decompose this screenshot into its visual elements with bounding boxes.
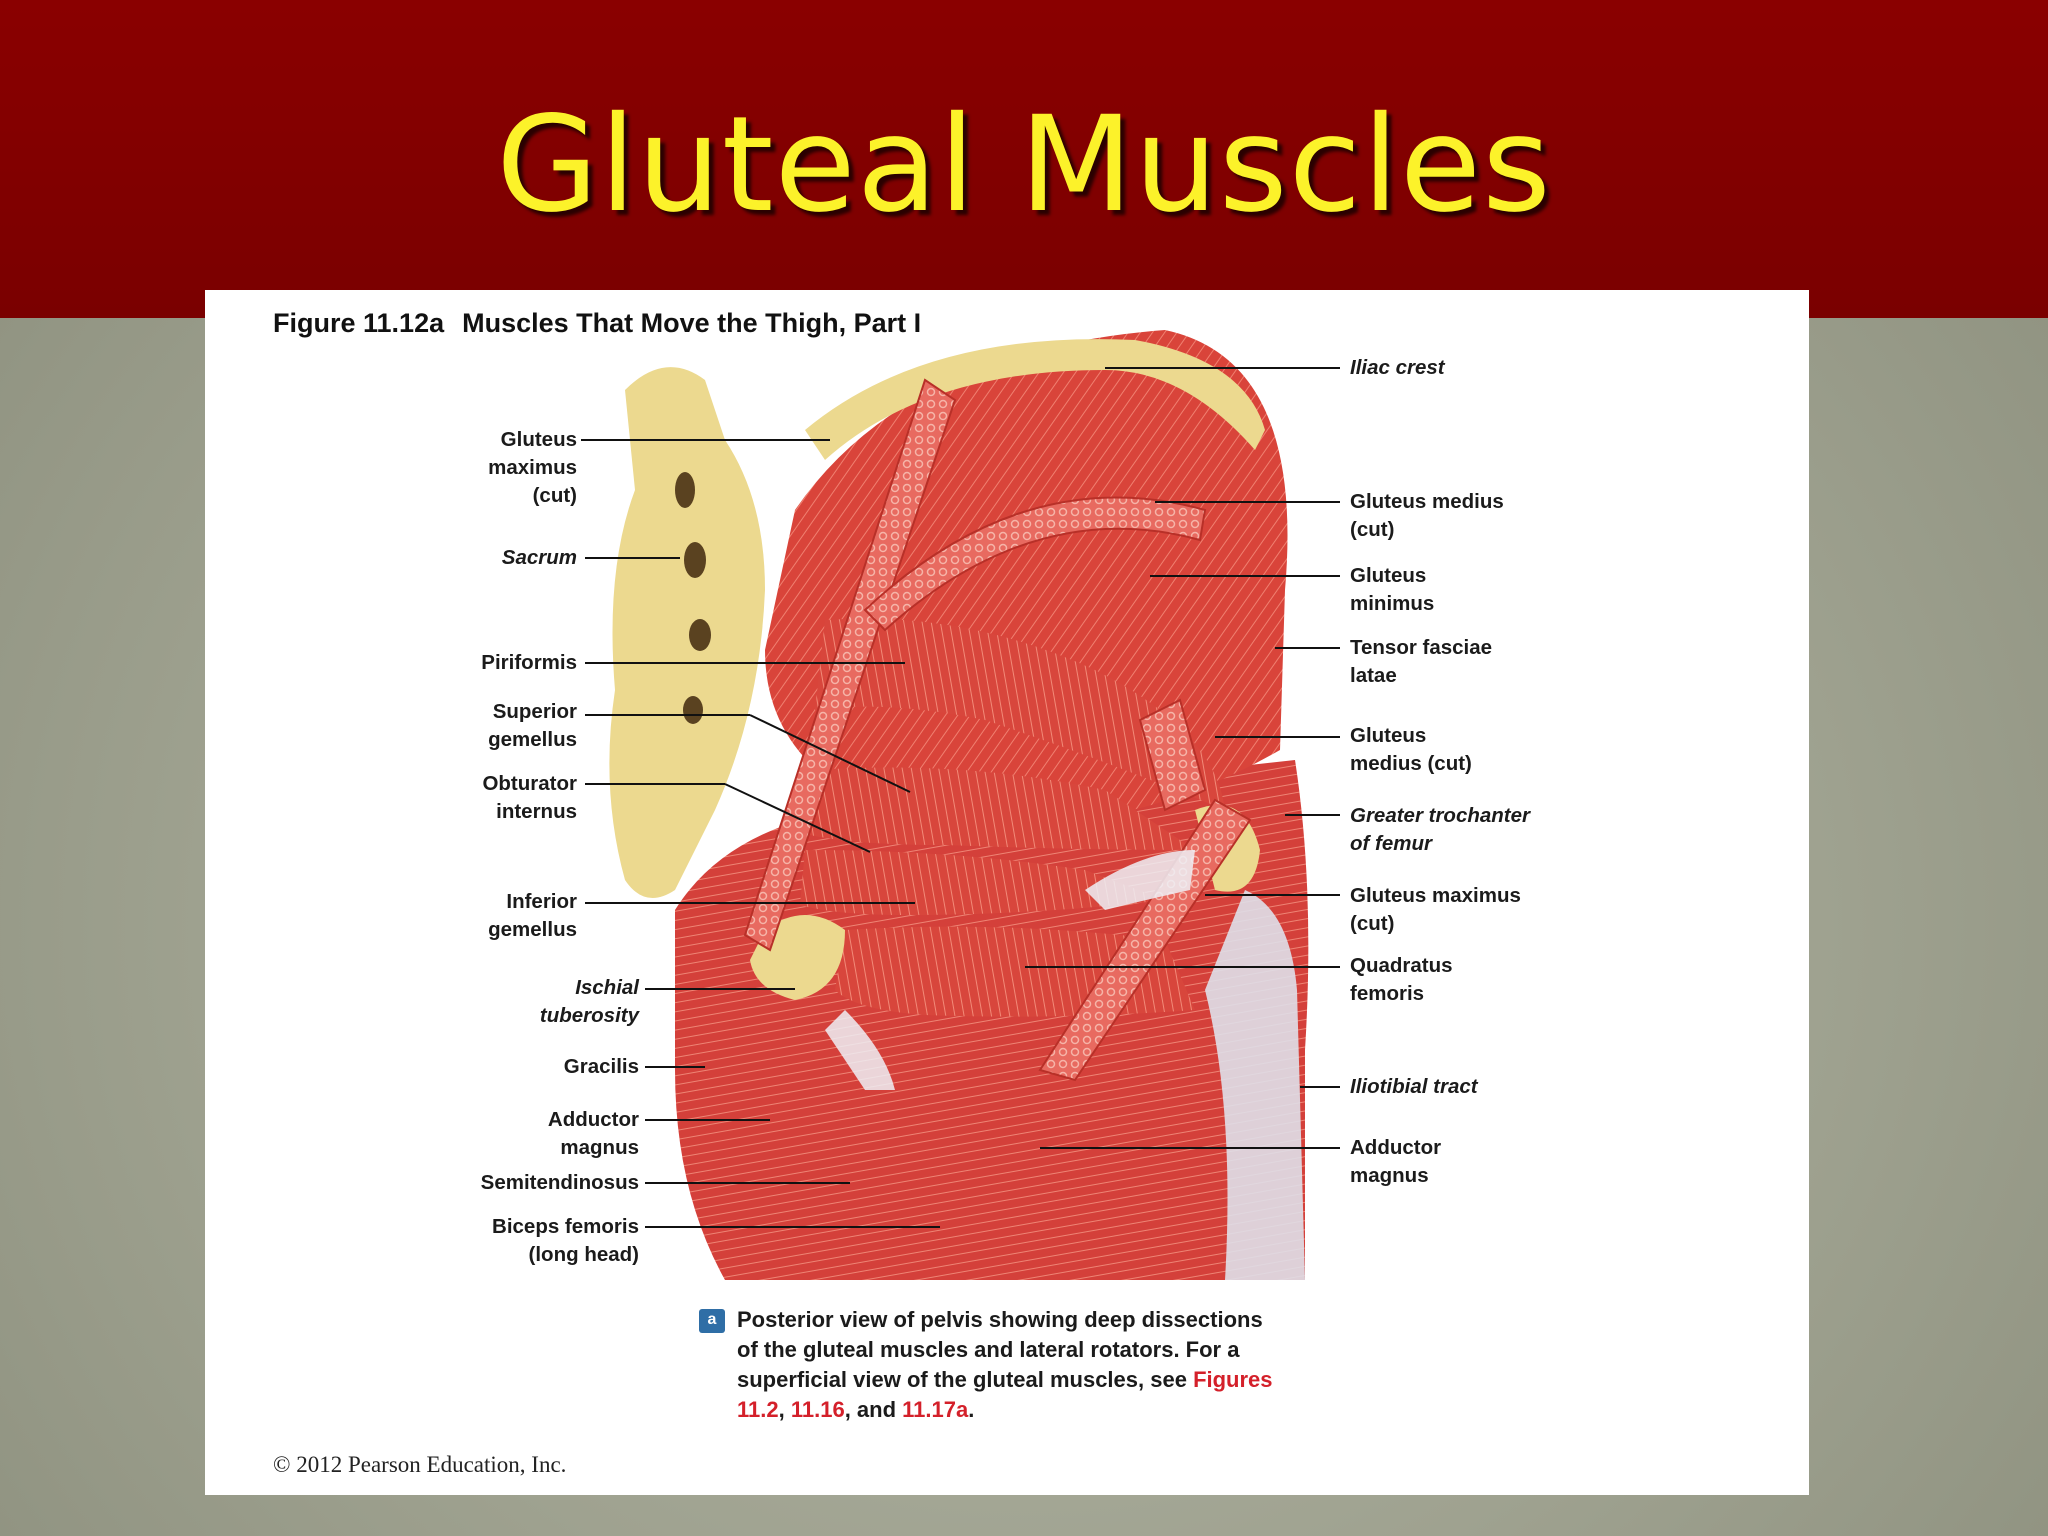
label-adductor-magnus-right: Adductor magnus [1350, 1136, 1442, 1187]
caption-sep-2: , and [844, 1397, 903, 1422]
gluteus-maximus-cut-strip-left [743, 378, 957, 952]
figure-title: Muscles That Move the Thigh, Part I [462, 308, 922, 338]
caption-ref-figure-11-2[interactable]: Figures 11.2 [737, 1367, 1273, 1422]
caption-end: . [968, 1397, 975, 1422]
slide-title: Gluteal Muscles [496, 88, 1552, 242]
figure-panel: Figure 11.12a Muscles That Move the Thigh… [205, 290, 1809, 1495]
label-gluteus-minimus: Gluteus minimus [1350, 564, 1435, 615]
obturator-shape [800, 850, 1165, 915]
caption-ref-figure-11-16[interactable]: 11.16 [790, 1397, 845, 1422]
label-inferior-gemellus: Inferior gemellus [488, 890, 577, 941]
gemellus-shape [810, 767, 1195, 850]
copyright: © 2012 Pearson Education, Inc. [273, 1452, 567, 1477]
label-gluteus-maximus-cut-2: Gluteus maximus (cut) [1350, 884, 1521, 935]
label-superior-gemellus: Superior gemellus [488, 700, 577, 751]
label-obturator-internus: Obturator internus [482, 772, 577, 823]
tendon-highlight-lower [825, 1010, 895, 1090]
caption-badge: a [699, 1309, 725, 1333]
caption-ref-figure-11-17a[interactable]: 11.17a [902, 1397, 969, 1422]
sacrum-shape [609, 367, 765, 899]
figure-caption: a Posterior view of pelvis showing deep … [699, 1305, 1277, 1425]
label-greater-trochanter: Greater trochanter of femur [1350, 804, 1531, 855]
iliac-crest-shape [805, 339, 1265, 460]
caption-sep-1: , [778, 1397, 785, 1422]
piriformis-shape [815, 618, 1225, 810]
label-iliac-crest: Iliac crest [1350, 356, 1445, 379]
label-ischial-tuberosity: Ischial tuberosity [539, 976, 639, 1027]
label-gracilis: Gracilis [563, 1055, 639, 1078]
tendon-highlight [1085, 850, 1195, 910]
title-band [0, 0, 2048, 318]
gluteus-medius-cut-strip [863, 496, 1207, 632]
label-adductor-magnus-left: Adductor magnus [547, 1108, 639, 1159]
label-tensor-fasciae-latae: Tensor fasciae latae [1350, 636, 1493, 687]
iliotibial-tract-shape [1205, 890, 1305, 1280]
label-semitendinosus: Semitendinosus [480, 1171, 639, 1194]
gluteus-maximus-cut-strip-right [1038, 798, 1252, 1082]
label-biceps-femoris: Biceps femoris (long head) [492, 1215, 639, 1266]
label-quadratus-femoris: Quadratus femoris [1350, 954, 1453, 1005]
figure-number: Figure 11.12a [273, 308, 445, 338]
gluteus-medius-cut-small [1138, 698, 1207, 812]
gluteal-anatomy-illustration [581, 330, 1340, 1280]
label-iliotibial-tract: Iliotibial tract [1350, 1075, 1478, 1098]
caption-text: Posterior view of pelvis showing deep di… [737, 1307, 1263, 1392]
label-piriformis: Piriformis [481, 651, 577, 674]
figure-heading: Figure 11.12a Muscles That Move the Thigh… [273, 308, 921, 339]
label-gluteus-maximus-cut: Gluteus maximus (cut) [488, 428, 577, 507]
label-gluteus-medius-cut: Gluteus medius (cut) [1350, 490, 1504, 541]
label-sacrum: Sacrum [501, 546, 577, 569]
label-gluteus-medius-cut-2: Gluteus medius (cut) [1350, 724, 1472, 775]
